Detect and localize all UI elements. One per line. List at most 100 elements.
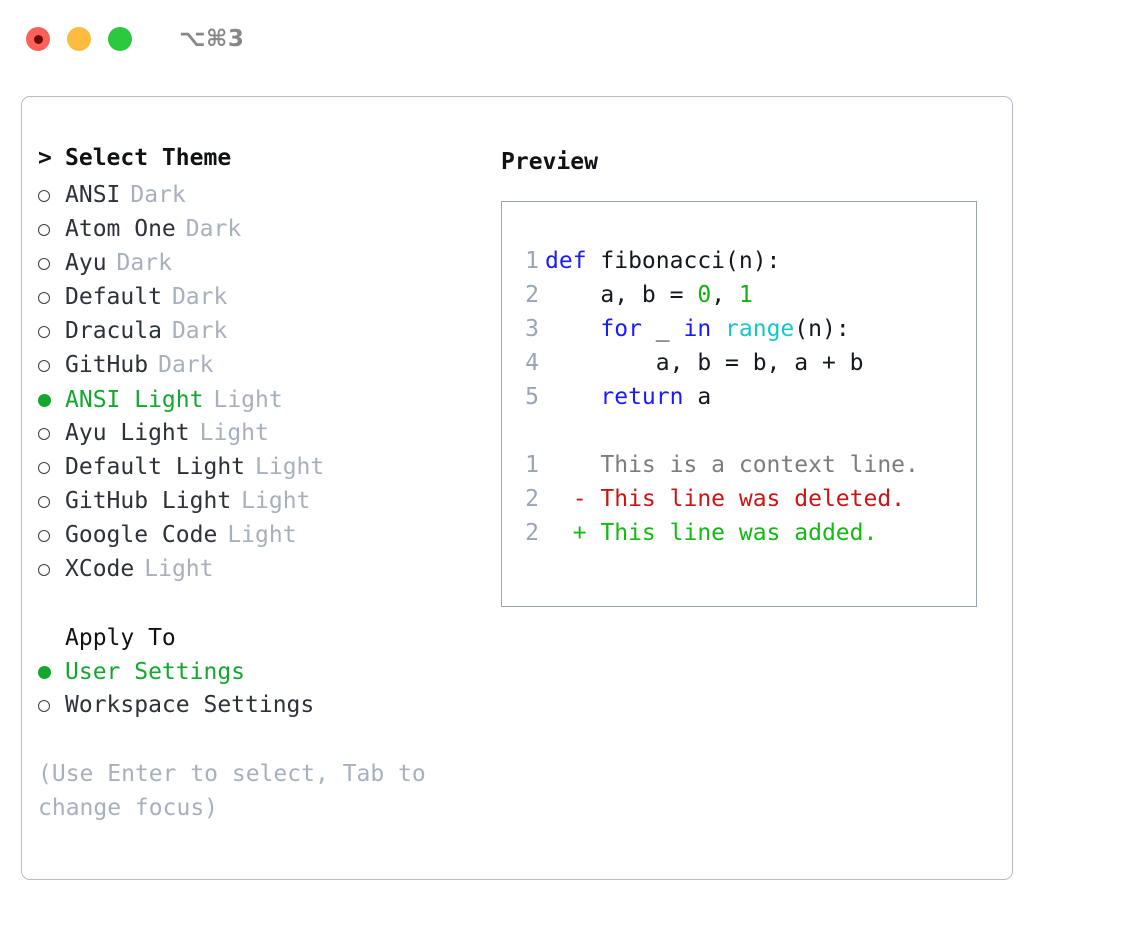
line-number: 5 (525, 384, 539, 410)
radio-unselected-icon[interactable] (38, 417, 65, 451)
theme-name: Default (65, 284, 162, 310)
theme-name: Ayu Light (65, 420, 190, 446)
radio-dot (38, 665, 51, 679)
diff-sample: 1 This is a context line.2 - This line w… (502, 448, 976, 550)
theme-name: ANSI (65, 182, 121, 208)
window-controls (26, 27, 132, 51)
theme-variant-badge: Dark (158, 352, 214, 378)
theme-variant-badge: Dark (185, 216, 242, 242)
diff-line-context: 1 This is a context line. (502, 448, 976, 482)
theme-name: Google Code (65, 522, 218, 548)
code-token-num: 0 (697, 282, 712, 308)
radio-unselected-icon[interactable] (38, 315, 65, 349)
radio-unselected-icon[interactable] (38, 485, 65, 519)
theme-list-item[interactable]: Default Dark (38, 281, 478, 315)
theme-name: Dracula (65, 318, 162, 344)
diff-marker: - (545, 486, 601, 512)
radio-unselected-icon[interactable] (38, 349, 65, 383)
radio-unselected-icon[interactable] (38, 281, 65, 315)
code-line-content: a, b = b, a + b (545, 346, 864, 380)
caret-icon: > (38, 145, 52, 171)
minimize-button[interactable] (67, 27, 91, 51)
apply-to-option[interactable]: Workspace Settings (38, 689, 478, 723)
diff-line-added: 2 + This line was added. (502, 516, 976, 550)
code-line: 3 for _ in range(n): (502, 312, 976, 346)
code-line-content: a, b = 0, 1 (545, 278, 753, 312)
close-button[interactable] (26, 27, 50, 51)
diff-marker: + (545, 520, 601, 546)
radio-unselected-icon[interactable] (38, 213, 65, 247)
theme-variant-badge: Dark (171, 284, 228, 310)
apply-to-label: User Settings (65, 658, 246, 685)
code-diff-spacer (502, 414, 976, 448)
radio-dot (38, 496, 50, 508)
radio-unselected-icon[interactable] (38, 451, 65, 485)
radio-dot (38, 224, 50, 236)
theme-list-item[interactable]: Default Light Light (38, 451, 478, 485)
theme-list-item[interactable]: GitHub Dark (38, 349, 478, 383)
radio-dot (38, 190, 50, 202)
code-token-kw: def (545, 248, 601, 274)
theme-name: Atom One (65, 216, 176, 242)
theme-list-item[interactable]: ANSI Dark (38, 179, 478, 213)
radio-unselected-icon[interactable] (38, 519, 65, 553)
diff-marker (545, 448, 600, 482)
radio-dot (38, 462, 50, 474)
theme-list-item[interactable]: Atom One Dark (38, 213, 478, 247)
code-token-plain (545, 316, 600, 342)
code-token-kw: return (600, 384, 684, 410)
radio-dot (38, 258, 50, 270)
line-number: 2 (525, 282, 539, 308)
apply-to-option[interactable]: User Settings (38, 655, 478, 689)
code-token-fn: range (725, 316, 795, 342)
code-token-num: 1 (738, 282, 753, 308)
code-token-plain: a (683, 384, 712, 410)
radio-unselected-icon[interactable] (38, 247, 65, 281)
theme-name: Default Light (65, 454, 246, 480)
radio-dot (38, 530, 50, 542)
theme-name: XCode (65, 556, 135, 582)
code-token-plain: _ (641, 316, 684, 342)
line-number: 1 (525, 248, 539, 274)
code-line-content: for _ in range(n): (545, 312, 849, 346)
code-token-kw: in (683, 316, 712, 342)
radio-dot (38, 292, 50, 304)
diff-line-deleted: 2 - This line was deleted. (502, 482, 976, 516)
theme-variant-badge: Dark (130, 182, 186, 208)
radio-unselected-icon[interactable] (38, 553, 65, 587)
radio-dot (38, 564, 50, 576)
theme-variant-badge: Dark (116, 250, 172, 276)
apply-to-label: Workspace Settings (65, 692, 315, 718)
code-token-plain (711, 316, 725, 342)
recording-indicator-icon (33, 34, 43, 44)
line-number: 2 (525, 520, 539, 546)
line-number: 4 (525, 350, 539, 376)
code-line-content: def fibonacci(n): (545, 244, 780, 278)
window-titlebar: ⌥⌘3 (0, 0, 1140, 78)
theme-variant-badge: Light (213, 386, 283, 413)
radio-selected-icon[interactable] (38, 655, 65, 689)
radio-unselected-icon[interactable] (38, 179, 65, 213)
theme-name: GitHub (65, 352, 149, 378)
theme-name: GitHub Light (65, 488, 232, 514)
theme-variant-badge: Light (255, 454, 325, 480)
maximize-button[interactable] (108, 27, 132, 51)
code-line: 4 a, b = b, a + b (502, 346, 976, 380)
radio-dot (38, 700, 50, 712)
radio-unselected-icon[interactable] (38, 689, 65, 723)
radio-selected-icon[interactable] (38, 383, 65, 417)
keyboard-hint: (Use Enter to select, Tab to change focu… (38, 761, 426, 821)
